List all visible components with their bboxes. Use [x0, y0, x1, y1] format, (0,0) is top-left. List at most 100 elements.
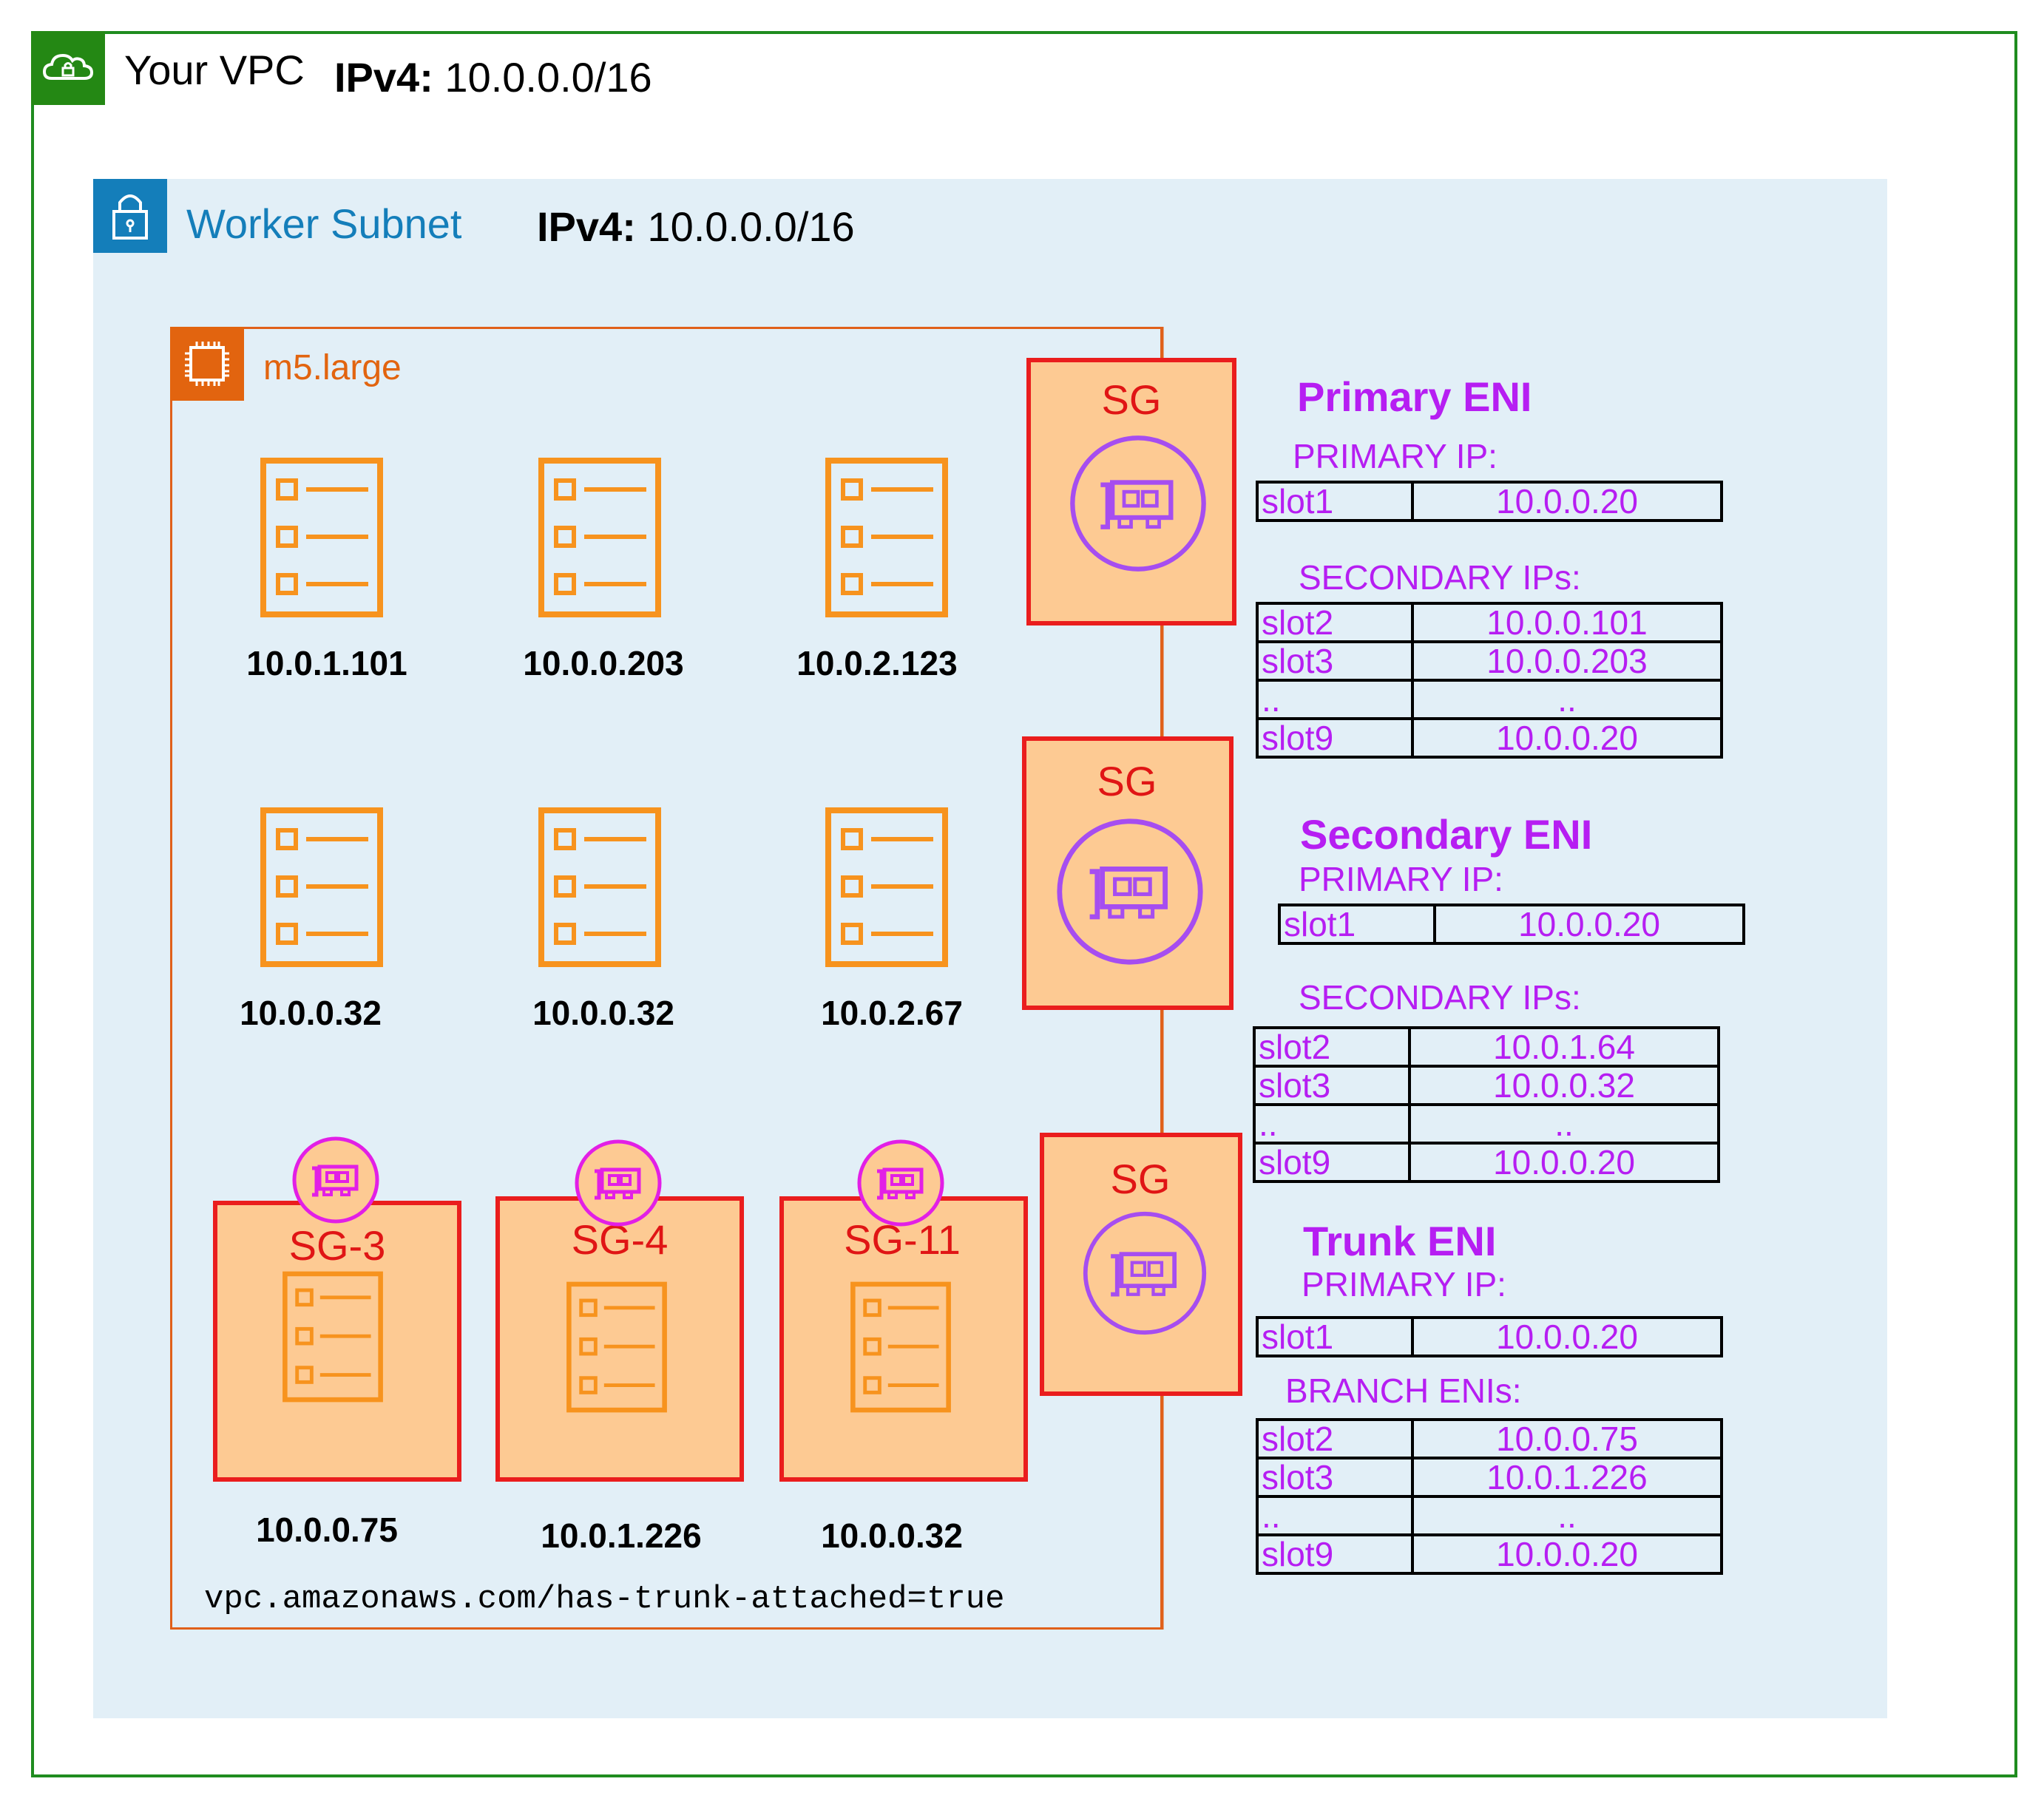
slot-ip: 10.0.0.20	[1433, 904, 1745, 945]
slot-name: slot3	[1256, 1457, 1414, 1498]
slot-name: ..	[1253, 1103, 1411, 1145]
pod-ip: 10.0.1.101	[246, 644, 407, 682]
network-interface-icon	[1083, 1211, 1207, 1335]
vpc-ipv4-value: 10.0.0.0/16	[444, 54, 652, 101]
pod-ip: 10.0.0.32	[821, 1516, 963, 1555]
primary-eni-secondary-label: SECONDARY IPs:	[1299, 558, 1581, 597]
pod-list-icon	[260, 458, 383, 617]
instance-type: m5.large	[263, 348, 402, 387]
slot-name: slot1	[1256, 481, 1414, 522]
slot-name: slot9	[1256, 717, 1414, 759]
eni-sg-label: SG	[1097, 758, 1157, 804]
secondary-eni-title: Secondary ENI	[1300, 811, 1593, 858]
pod-ip: 10.0.0.32	[532, 994, 674, 1032]
vpc-ipv4-label: IPv4:	[334, 54, 433, 101]
network-interface-icon	[857, 1139, 944, 1227]
slot-ip: 10.0.0.20	[1408, 1142, 1720, 1183]
subnet-lock-icon	[93, 179, 167, 253]
ec2-chip-icon	[170, 327, 244, 401]
slot-name: slot9	[1256, 1533, 1414, 1575]
branch-pod-sg-box	[495, 1196, 744, 1482]
slot-ip: ..	[1411, 1495, 1723, 1536]
branch-pod-sg-box	[213, 1201, 461, 1482]
slot-ip: 10.0.0.32	[1408, 1065, 1720, 1106]
slot-name: slot9	[1253, 1142, 1411, 1183]
pod-ip: 10.0.2.123	[796, 644, 958, 682]
pod-list-icon	[538, 807, 661, 967]
slot-name: slot1	[1278, 904, 1436, 945]
vpc-cloud-lock-icon	[31, 31, 105, 105]
slot-name: slot2	[1256, 602, 1414, 643]
vpc-container	[31, 31, 2017, 1777]
secondary-eni-secondary-label: SECONDARY IPs:	[1299, 978, 1581, 1017]
slot-ip: 10.0.0.20	[1411, 481, 1723, 522]
slot-row: ....	[1256, 1495, 1723, 1536]
pod-list-icon	[825, 458, 948, 617]
subnet-cidr: IPv4: 10.0.0.0/16	[537, 203, 855, 251]
slot-name: slot1	[1256, 1316, 1414, 1357]
branch-pod-sg-box	[779, 1196, 1028, 1482]
secondary-eni-primary-ip-label: PRIMARY IP:	[1299, 860, 1503, 898]
slot-ip: 10.0.0.75	[1411, 1418, 1723, 1460]
primary-eni-primary-ip-label: PRIMARY IP:	[1293, 437, 1498, 475]
slot-ip: 10.0.0.203	[1411, 640, 1723, 682]
pod-sg-label: SG-3	[288, 1222, 386, 1269]
slot-row: ....	[1256, 679, 1723, 720]
slot-ip: 10.0.0.20	[1411, 1533, 1723, 1575]
pod-list-icon	[282, 1271, 383, 1403]
network-interface-icon	[575, 1139, 662, 1227]
slot-name: slot3	[1253, 1065, 1411, 1106]
pod-list-icon	[566, 1281, 667, 1413]
subnet-title: Worker Subnet	[186, 200, 462, 247]
slot-ip: 10.0.1.226	[1411, 1457, 1723, 1498]
pod-ip: 10.0.1.226	[541, 1516, 702, 1555]
slot-row: ....	[1253, 1103, 1720, 1145]
eni-sg-label: SG	[1101, 376, 1162, 423]
vpc-cidr: IPv4: 10.0.0.0/16	[334, 53, 652, 101]
trunk-attached-label: vpc.amazonaws.com/has-trunk-attached=tru…	[204, 1581, 1005, 1618]
pod-list-icon	[538, 458, 661, 617]
pod-list-icon	[825, 807, 948, 967]
trunk-eni-sg-box	[1040, 1133, 1242, 1396]
slot-ip: 10.0.0.101	[1411, 602, 1723, 643]
trunk-eni-primary-ip-label: PRIMARY IP:	[1302, 1265, 1506, 1303]
slot-name: ..	[1256, 1495, 1414, 1536]
pod-ip: 10.0.0.75	[256, 1511, 398, 1549]
slot-ip: 10.0.0.20	[1411, 1316, 1723, 1357]
pod-list-icon	[850, 1281, 951, 1413]
slot-ip: ..	[1411, 679, 1723, 720]
pod-list-icon	[260, 807, 383, 967]
network-interface-icon	[292, 1136, 379, 1224]
slot-name: slot3	[1256, 640, 1414, 682]
slot-name: slot2	[1253, 1026, 1411, 1068]
eni-sg-label: SG	[1110, 1156, 1171, 1202]
vpc-title: Your VPC	[124, 47, 305, 93]
slot-ip: 10.0.0.20	[1411, 717, 1723, 759]
slot-name: ..	[1256, 679, 1414, 720]
subnet-ipv4-value: 10.0.0.0/16	[647, 203, 855, 250]
subnet-ipv4-label: IPv4:	[537, 203, 636, 250]
slot-ip: ..	[1408, 1103, 1720, 1145]
trunk-eni-branch-label: BRANCH ENIs:	[1285, 1372, 1522, 1410]
pod-ip: 10.0.0.32	[240, 994, 382, 1032]
slot-name: slot2	[1256, 1418, 1414, 1460]
trunk-eni-title: Trunk ENI	[1303, 1218, 1497, 1264]
pod-ip: 10.0.2.67	[821, 994, 963, 1032]
